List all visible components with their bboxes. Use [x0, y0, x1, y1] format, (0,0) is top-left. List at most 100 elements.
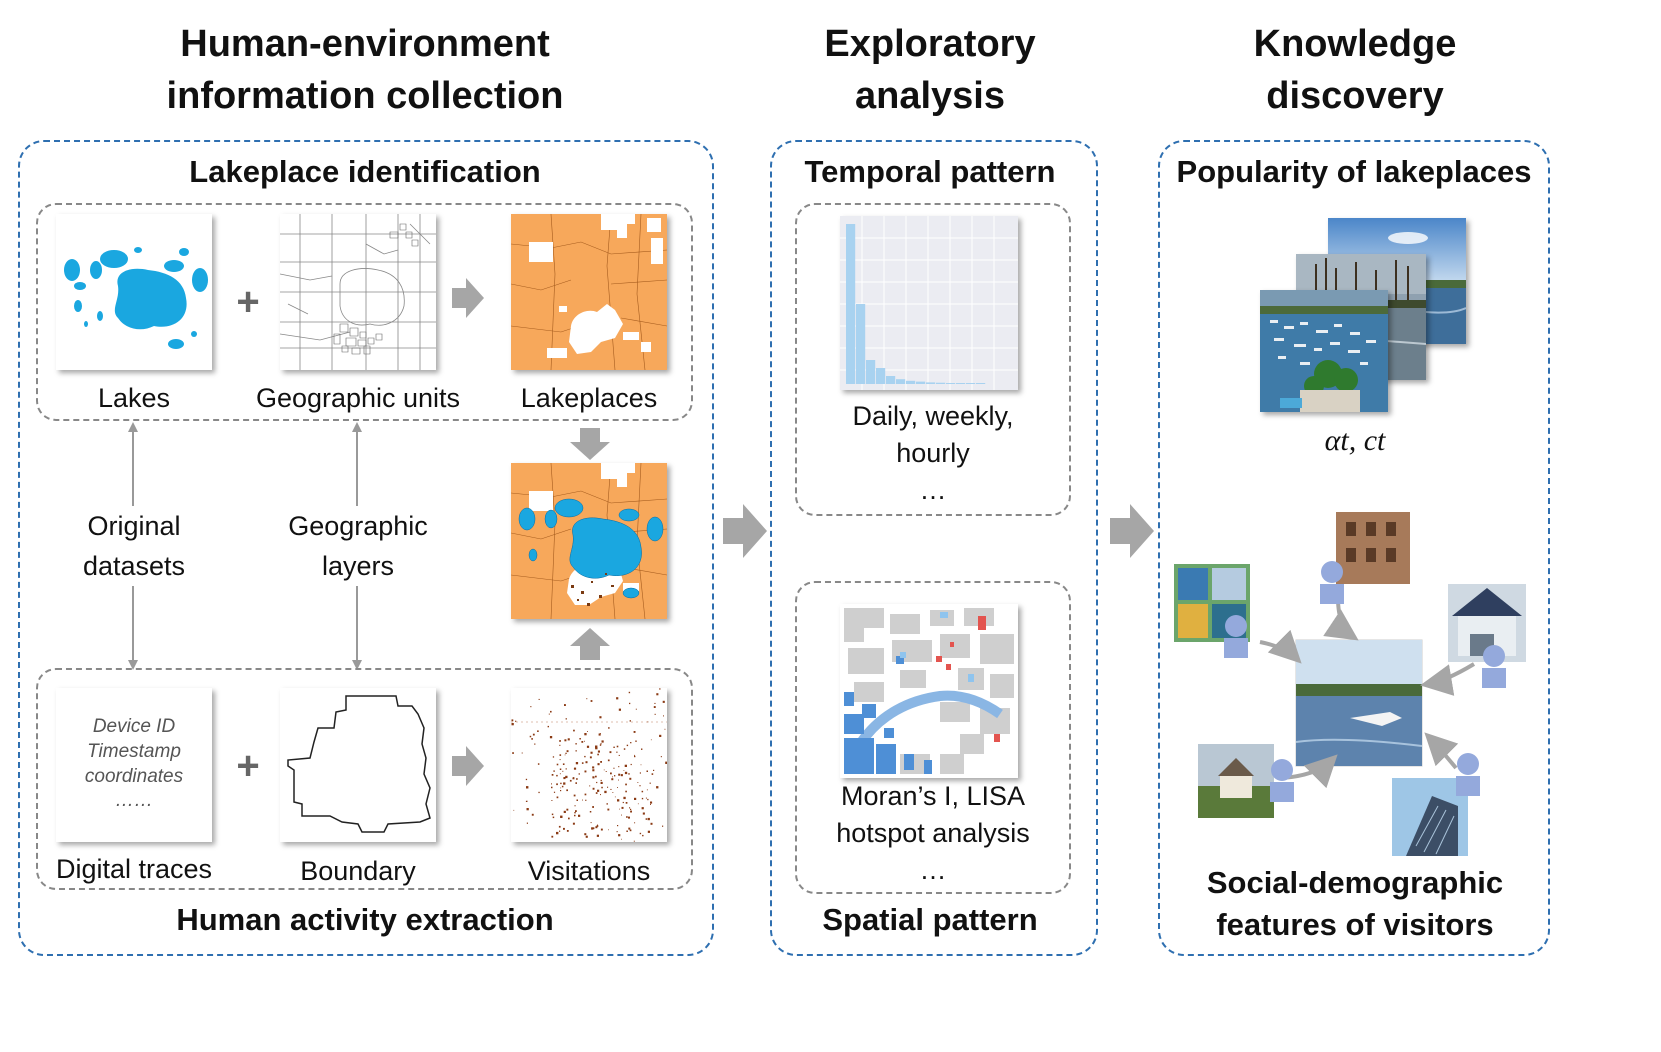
visitation-point	[556, 774, 558, 777]
visitation-point	[595, 746, 598, 750]
visitation-point	[551, 800, 553, 801]
visitation-point	[567, 738, 570, 741]
visitation-point	[548, 713, 550, 715]
visitation-point	[551, 786, 553, 789]
visitation-point	[634, 754, 635, 756]
visitation-point	[623, 770, 625, 771]
visitation-point	[610, 788, 612, 790]
visitation-point	[641, 790, 644, 793]
visitation-point	[566, 808, 569, 811]
visitation-point	[562, 763, 565, 765]
arrow-right-icon	[452, 278, 484, 318]
histogram-bar	[886, 376, 896, 384]
visitation-point	[575, 743, 577, 745]
visitation-point	[537, 730, 539, 732]
visitation-point	[551, 813, 554, 816]
visitation-point	[552, 756, 555, 758]
arrow-right-icon	[1110, 504, 1154, 558]
visitation-point	[595, 775, 597, 778]
visitation-point	[630, 808, 632, 810]
visitation-point	[659, 688, 661, 690]
geographic-units-label: Geographic units	[255, 383, 461, 413]
visitation-point	[566, 789, 568, 792]
person-icon	[1320, 561, 1344, 604]
visitation-point	[633, 840, 635, 842]
visitation-point	[563, 810, 566, 813]
geographic-layers-line1: Geographic	[288, 511, 428, 541]
visitation-point	[628, 816, 630, 819]
visitation-point	[585, 761, 588, 764]
person-icon	[1224, 615, 1248, 658]
visitation-point	[612, 792, 614, 793]
histogram-bar	[936, 382, 946, 384]
visitation-point	[573, 768, 576, 770]
visitation-point	[625, 802, 628, 804]
temporal-line1: Daily, weekly,	[852, 401, 1014, 431]
visitation-point	[618, 754, 620, 756]
visitation-point	[586, 698, 588, 700]
visitation-point	[617, 787, 618, 788]
visitation-point	[526, 800, 528, 802]
visitation-point	[562, 770, 564, 772]
visitation-point	[621, 838, 622, 840]
visitation-point	[634, 822, 636, 824]
analysis-panel	[770, 140, 1098, 956]
popularity-formula: αt, ct	[1324, 424, 1386, 457]
visitation-point	[653, 706, 656, 708]
visitation-point	[660, 756, 662, 758]
boundary-label: Boundary	[300, 856, 416, 886]
visitation-point	[641, 807, 644, 810]
digital-traces-card: Device ID Timestamp coordinates ……	[56, 688, 212, 842]
histogram-bar	[876, 368, 886, 384]
social-demographic-title: Social-demographic features of visitors	[1170, 862, 1540, 946]
spatial-line1: Moran’s I, LISA	[840, 781, 1026, 811]
visitation-point	[584, 770, 587, 773]
visitation-point	[597, 824, 598, 826]
visitation-point	[573, 794, 576, 797]
spatial-line2: hotspot analysis	[836, 818, 1030, 848]
spatial-pattern-box	[795, 581, 1071, 894]
visitation-point	[654, 713, 656, 715]
lakes-map	[56, 214, 212, 370]
lakeplace-identification-title: Lakeplace identification	[189, 154, 541, 189]
social-line2: features of visitors	[1216, 907, 1494, 942]
visitation-point	[553, 770, 555, 772]
human-activity-title: Human activity extraction	[176, 902, 554, 937]
visitation-point	[565, 775, 568, 779]
collection-column-title: Human-environment information collection	[100, 18, 630, 122]
visitation-point	[560, 815, 563, 818]
visitation-point	[629, 720, 631, 722]
visitation-point	[642, 812, 645, 815]
visitation-point	[626, 744, 629, 747]
visitation-point	[592, 776, 595, 779]
arrow-down-icon	[570, 428, 610, 460]
visitation-point	[641, 748, 643, 750]
visitation-point	[574, 812, 576, 814]
visitation-point	[526, 786, 529, 789]
visitation-point	[584, 740, 585, 742]
visitation-point	[618, 708, 621, 711]
visitation-point	[586, 745, 590, 748]
visitation-point	[618, 834, 621, 837]
lake-photo-front	[1260, 290, 1388, 412]
geographic-layers-line2: layers	[321, 551, 395, 581]
visitation-point	[647, 830, 650, 833]
visitation-point	[626, 816, 628, 818]
visitation-point	[565, 718, 567, 720]
discovery-column-title: Knowledge discovery	[1200, 18, 1510, 122]
visitation-point	[630, 763, 632, 766]
visitation-point	[564, 739, 567, 742]
visitation-point	[531, 813, 534, 816]
visitation-point	[635, 740, 637, 742]
visitation-point	[620, 774, 623, 777]
visitation-point	[599, 744, 602, 746]
visitation-point	[633, 731, 636, 733]
visitation-point	[608, 727, 610, 729]
visitation-point	[604, 790, 607, 794]
visitation-point	[526, 822, 528, 824]
visitation-point	[576, 799, 578, 801]
visitation-point	[656, 693, 659, 696]
temporal-ellipsis: …	[919, 475, 947, 505]
analysis-title-line1: Exploratory	[824, 23, 1036, 65]
geographic-units-map	[280, 214, 436, 370]
